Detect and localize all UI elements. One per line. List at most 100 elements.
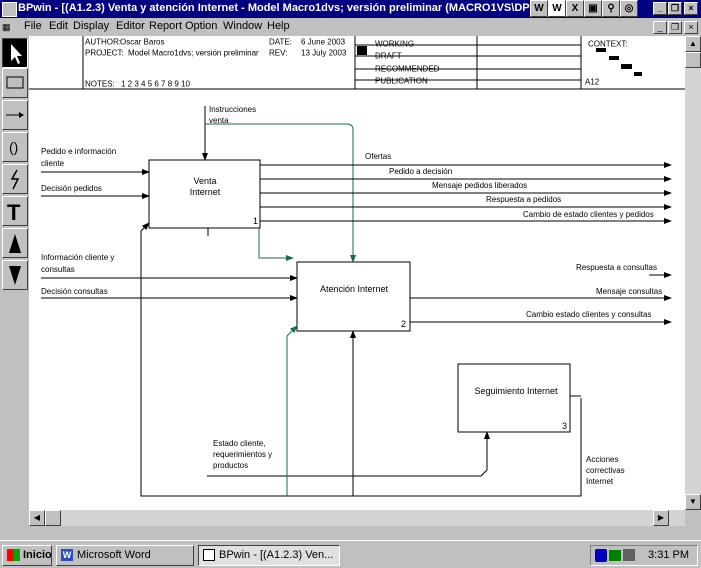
- doc-close-button[interactable]: ×: [684, 21, 698, 34]
- label-mensaje-consultas: Mensaje consultas: [596, 287, 663, 296]
- arrow-tool[interactable]: [2, 100, 28, 130]
- close-button[interactable]: ×: [684, 2, 698, 15]
- search-icon[interactable]: ◎: [620, 0, 638, 17]
- word-doc-icon: W: [61, 549, 73, 561]
- arrow-venta-to-atencion[interactable]: [258, 228, 294, 261]
- svg-text:T: T: [7, 200, 21, 225]
- doc-restore-button[interactable]: ❐: [668, 21, 682, 34]
- arrow-icon: [6, 112, 24, 118]
- excel-icon[interactable]: X: [566, 0, 584, 17]
- bpwin-app-icon[interactable]: [2, 2, 17, 17]
- doc-icon[interactable]: ▦: [2, 22, 11, 32]
- squiggle-tool[interactable]: [2, 164, 28, 194]
- author-label: AUTHOR:: [85, 38, 121, 47]
- scroll-down-button[interactable]: ▼: [685, 494, 701, 510]
- label-instrucciones: Instrucciones venta: [209, 105, 257, 125]
- box-number-2: 2: [401, 319, 407, 329]
- status-publication: PUBLICATION: [375, 77, 428, 86]
- label-acciones: Acciones correctivas Internet: [586, 455, 625, 486]
- label-decision-consultas: Decisión consultas: [41, 287, 108, 296]
- restore-button[interactable]: ❐: [668, 2, 682, 15]
- taskbar-bpwin-label: BPwin - [(A1.2.3) Ven...: [219, 549, 334, 561]
- arrow-acciones-venta[interactable]: [140, 222, 582, 497]
- label-pedido-decision: Pedido a decisión: [389, 167, 453, 176]
- taskbar-bpwin[interactable]: BPwin - [(A1.2.3) Ven...: [198, 545, 340, 566]
- menu-help[interactable]: Help: [267, 20, 290, 32]
- volume-icon[interactable]: [623, 549, 635, 561]
- menu-editor[interactable]: Editor: [116, 20, 145, 32]
- context-label: CONTEXT:: [588, 40, 628, 49]
- find-icon[interactable]: ⚲: [602, 0, 620, 17]
- tunnel-tool[interactable]: (): [2, 132, 28, 162]
- box-tool[interactable]: [2, 68, 28, 98]
- system-tray: 3:31 PM: [590, 545, 698, 566]
- horizontal-scrollbar[interactable]: ◀ ▶: [29, 510, 685, 526]
- horizontal-scroll-thumb[interactable]: [45, 510, 61, 526]
- powerpoint-icon[interactable]: ▣: [584, 0, 602, 17]
- svg-text:(): (): [9, 139, 18, 155]
- menu-edit[interactable]: Edit: [49, 20, 68, 32]
- label-pedido-info: Pedido e información cliente: [41, 147, 117, 168]
- antivirus-icon[interactable]: [595, 549, 607, 562]
- label-mensaje-pedidos: Mensaje pedidos liberados: [432, 181, 528, 190]
- box-icon: [6, 76, 24, 89]
- box-title-venta: Venta Internet: [189, 176, 221, 197]
- menu-report[interactable]: Report: [149, 20, 183, 32]
- text-tool[interactable]: T: [2, 196, 28, 226]
- network-icon[interactable]: [609, 550, 621, 561]
- start-label: Inicio: [23, 549, 52, 561]
- status-recommended: RECOMMENDED: [375, 65, 440, 74]
- vertical-scroll-thumb[interactable]: [685, 52, 701, 68]
- label-respuesta-pedidos: Respuesta a pedidos: [486, 195, 562, 204]
- taskbar-word-label: Microsoft Word: [77, 549, 151, 561]
- clock: 3:31 PM: [648, 549, 689, 561]
- label-info-cliente: Información cliente y consultas: [41, 253, 115, 274]
- pointer-tool[interactable]: [2, 38, 28, 68]
- menu-window[interactable]: Window: [223, 20, 263, 32]
- arrow-instrucciones-branch[interactable]: [205, 123, 356, 263]
- box-title-atencion: Atención Internet: [319, 284, 389, 294]
- scroll-up-button[interactable]: ▲: [685, 36, 701, 52]
- arrow-acciones-atencion[interactable]: [286, 325, 298, 496]
- label-cambio-consultas: Cambio estado clientes y consultas: [526, 310, 652, 319]
- vertical-scrollbar[interactable]: ▲ ▼: [685, 36, 701, 510]
- scroll-left-button[interactable]: ◀: [29, 510, 45, 526]
- author-value: Oscar Baros: [120, 38, 164, 47]
- start-button[interactable]: Inicio: [2, 545, 52, 566]
- project-value: Model Macro1dvs; versión preliminar: [128, 49, 259, 58]
- tunnel-icon: (): [9, 139, 18, 155]
- scroll-right-button[interactable]: ▶: [653, 510, 669, 526]
- minimize-button[interactable]: _: [653, 2, 667, 15]
- windows-logo-icon: [7, 549, 20, 561]
- box-number-1: 1: [253, 216, 259, 226]
- box-title-seguimiento: Seguimiento Internet: [474, 386, 558, 396]
- label-cambio-pedidos: Cambio de estado clientes y pedidos: [523, 210, 654, 219]
- idef0-diagram: AUTHOR: Oscar Baros DATE: 6 June 2003 PR…: [29, 36, 685, 497]
- title-bar: BPwin - [(A1.2.3) Venta y atención Inter…: [0, 0, 701, 18]
- doc-minimize-button[interactable]: _: [653, 21, 667, 34]
- w-icon[interactable]: W: [548, 0, 566, 17]
- taskbar: Inicio W Microsoft Word BPwin - [(A1.2.3…: [0, 540, 701, 568]
- menu-display[interactable]: Display: [73, 20, 110, 32]
- status-draft: DRAFT: [375, 52, 402, 61]
- text-icon: T: [7, 200, 21, 225]
- bpwin-task-icon: [203, 549, 215, 561]
- squiggle-icon: [10, 169, 20, 190]
- word-icon[interactable]: W: [530, 0, 548, 17]
- activity-box-seguimiento[interactable]: [457, 363, 571, 433]
- activity-box-atencion[interactable]: [296, 261, 411, 332]
- diagram-canvas[interactable]: AUTHOR: Oscar Baros DATE: 6 June 2003 PR…: [29, 36, 685, 510]
- menu-option[interactable]: Option: [185, 20, 218, 32]
- status-working: WORKING: [375, 40, 414, 49]
- arrow-estado-cliente[interactable]: [207, 431, 490, 477]
- go-to-parent-tool[interactable]: [2, 228, 28, 258]
- go-to-child-tool[interactable]: [2, 260, 28, 290]
- notes-label: NOTES:: [85, 80, 115, 89]
- date-value: 6 June 2003: [301, 38, 346, 47]
- rev-label: REV:: [269, 49, 287, 58]
- activity-box-venta[interactable]: [148, 159, 261, 229]
- label-estado-cliente: Estado cliente, requerimientos y product…: [213, 439, 273, 470]
- menu-file[interactable]: File: [24, 20, 42, 32]
- label-decision-pedidos: Decisión pedidos: [41, 184, 102, 193]
- taskbar-word[interactable]: W Microsoft Word: [56, 545, 194, 566]
